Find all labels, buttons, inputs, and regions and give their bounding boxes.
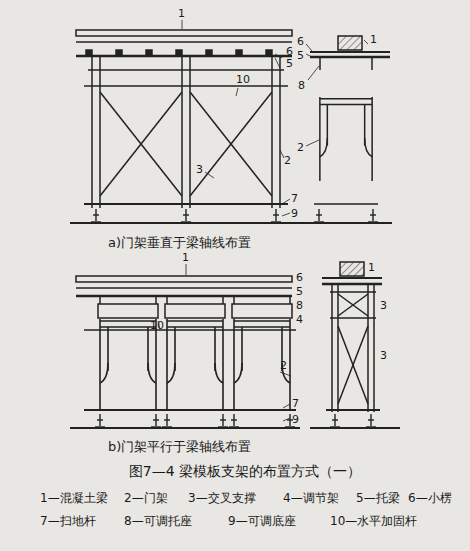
callout-number: 5	[297, 50, 304, 61]
callout-number: 8	[296, 300, 303, 311]
callout-number: 6	[296, 272, 303, 283]
callout-number: 6	[286, 46, 293, 57]
legend-key: 3—交叉支撑	[188, 492, 256, 504]
legend-key: 6—小楞	[408, 492, 452, 504]
callout-number: 1	[370, 34, 377, 45]
callout-number: 5	[286, 58, 293, 69]
callout-number: 10	[236, 74, 250, 85]
callout-number: 1	[178, 8, 185, 19]
callout-number: 1	[182, 252, 189, 263]
legend-key: 4—调节架	[283, 492, 339, 504]
legend-key: 10—水平加固杆	[330, 515, 417, 527]
sub-caption: a)门架垂直于梁轴线布置	[108, 236, 251, 249]
callout-number: 1	[368, 262, 375, 273]
sub-caption: b)门架平行于梁轴线布置	[108, 440, 251, 453]
legend-key: 8—可调托座	[124, 515, 192, 527]
callout-number: 4	[296, 314, 303, 325]
callout-number: 3	[380, 350, 387, 361]
legend-key: 5—托梁	[356, 492, 400, 504]
callout-number: 2	[280, 360, 287, 371]
figure-caption: 图7—4 梁模板支架的布置方式（一）	[129, 464, 361, 478]
callout-number: 10	[150, 320, 164, 331]
callout-number: 3	[380, 300, 387, 311]
callout-number: 6	[297, 36, 304, 47]
callout-number: 9	[292, 414, 299, 425]
callout-number: 2	[297, 142, 304, 153]
callout-number: 7	[292, 398, 299, 409]
callout-number: 3	[196, 164, 203, 175]
legend-key: 9—可调底座	[228, 515, 296, 527]
callout-number: 7	[291, 193, 298, 204]
callout-number: 5	[296, 286, 303, 297]
legend-key: 7—扫地杆	[40, 515, 96, 527]
callout-number: 9	[291, 208, 298, 219]
legend-key: 2—门架	[124, 492, 168, 504]
legend-key: 1—混凝土梁	[40, 492, 108, 504]
callout-number: 8	[298, 80, 305, 91]
callout-number: 2	[284, 155, 291, 166]
